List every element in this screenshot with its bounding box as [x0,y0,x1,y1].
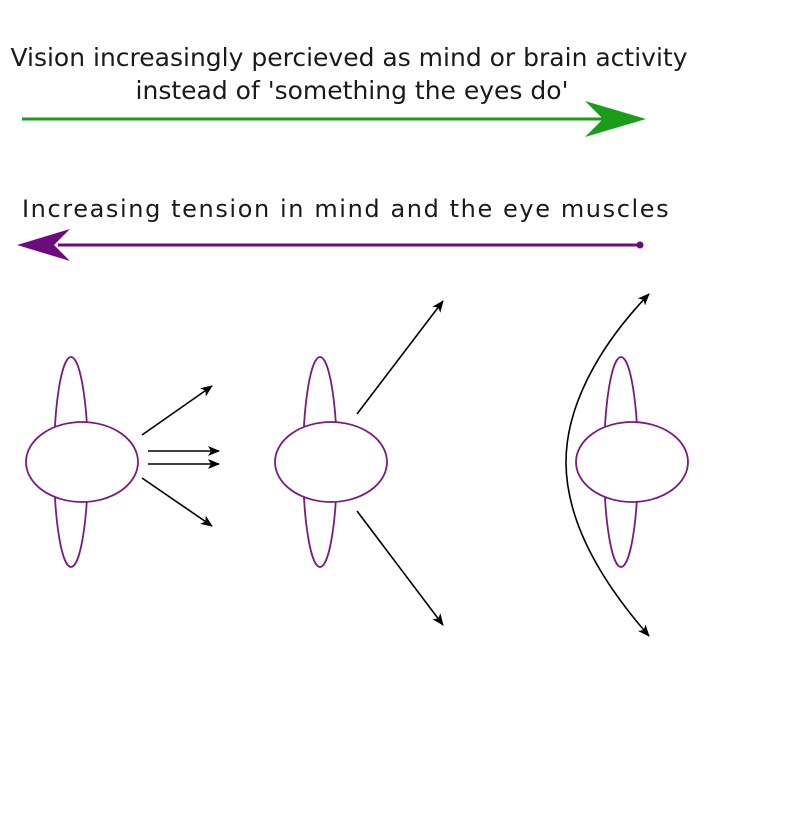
eye-strained-icon [274,356,388,568]
tension-arrow [17,229,644,261]
eye-tense-icon [575,356,689,568]
ray-up [141,385,213,436]
ray-curve-up [565,293,650,463]
eye-strained-rays [356,300,444,626]
eye-tense-rays [565,293,650,637]
vision-arrow [22,101,646,137]
eye-relaxed-rays [141,385,220,527]
tension-caption: Increasing tension in mind and the eye m… [22,195,670,223]
ray-down [356,510,444,626]
vision-caption-line2: instead of 'something the eyes do' [136,76,569,105]
eye-relaxed-icon [25,356,139,568]
ray-curve-down [565,461,650,637]
vision-caption-line1: Vision increasingly percieved as mind or… [10,43,687,72]
ray-up [356,300,444,415]
ray-down [141,477,213,527]
